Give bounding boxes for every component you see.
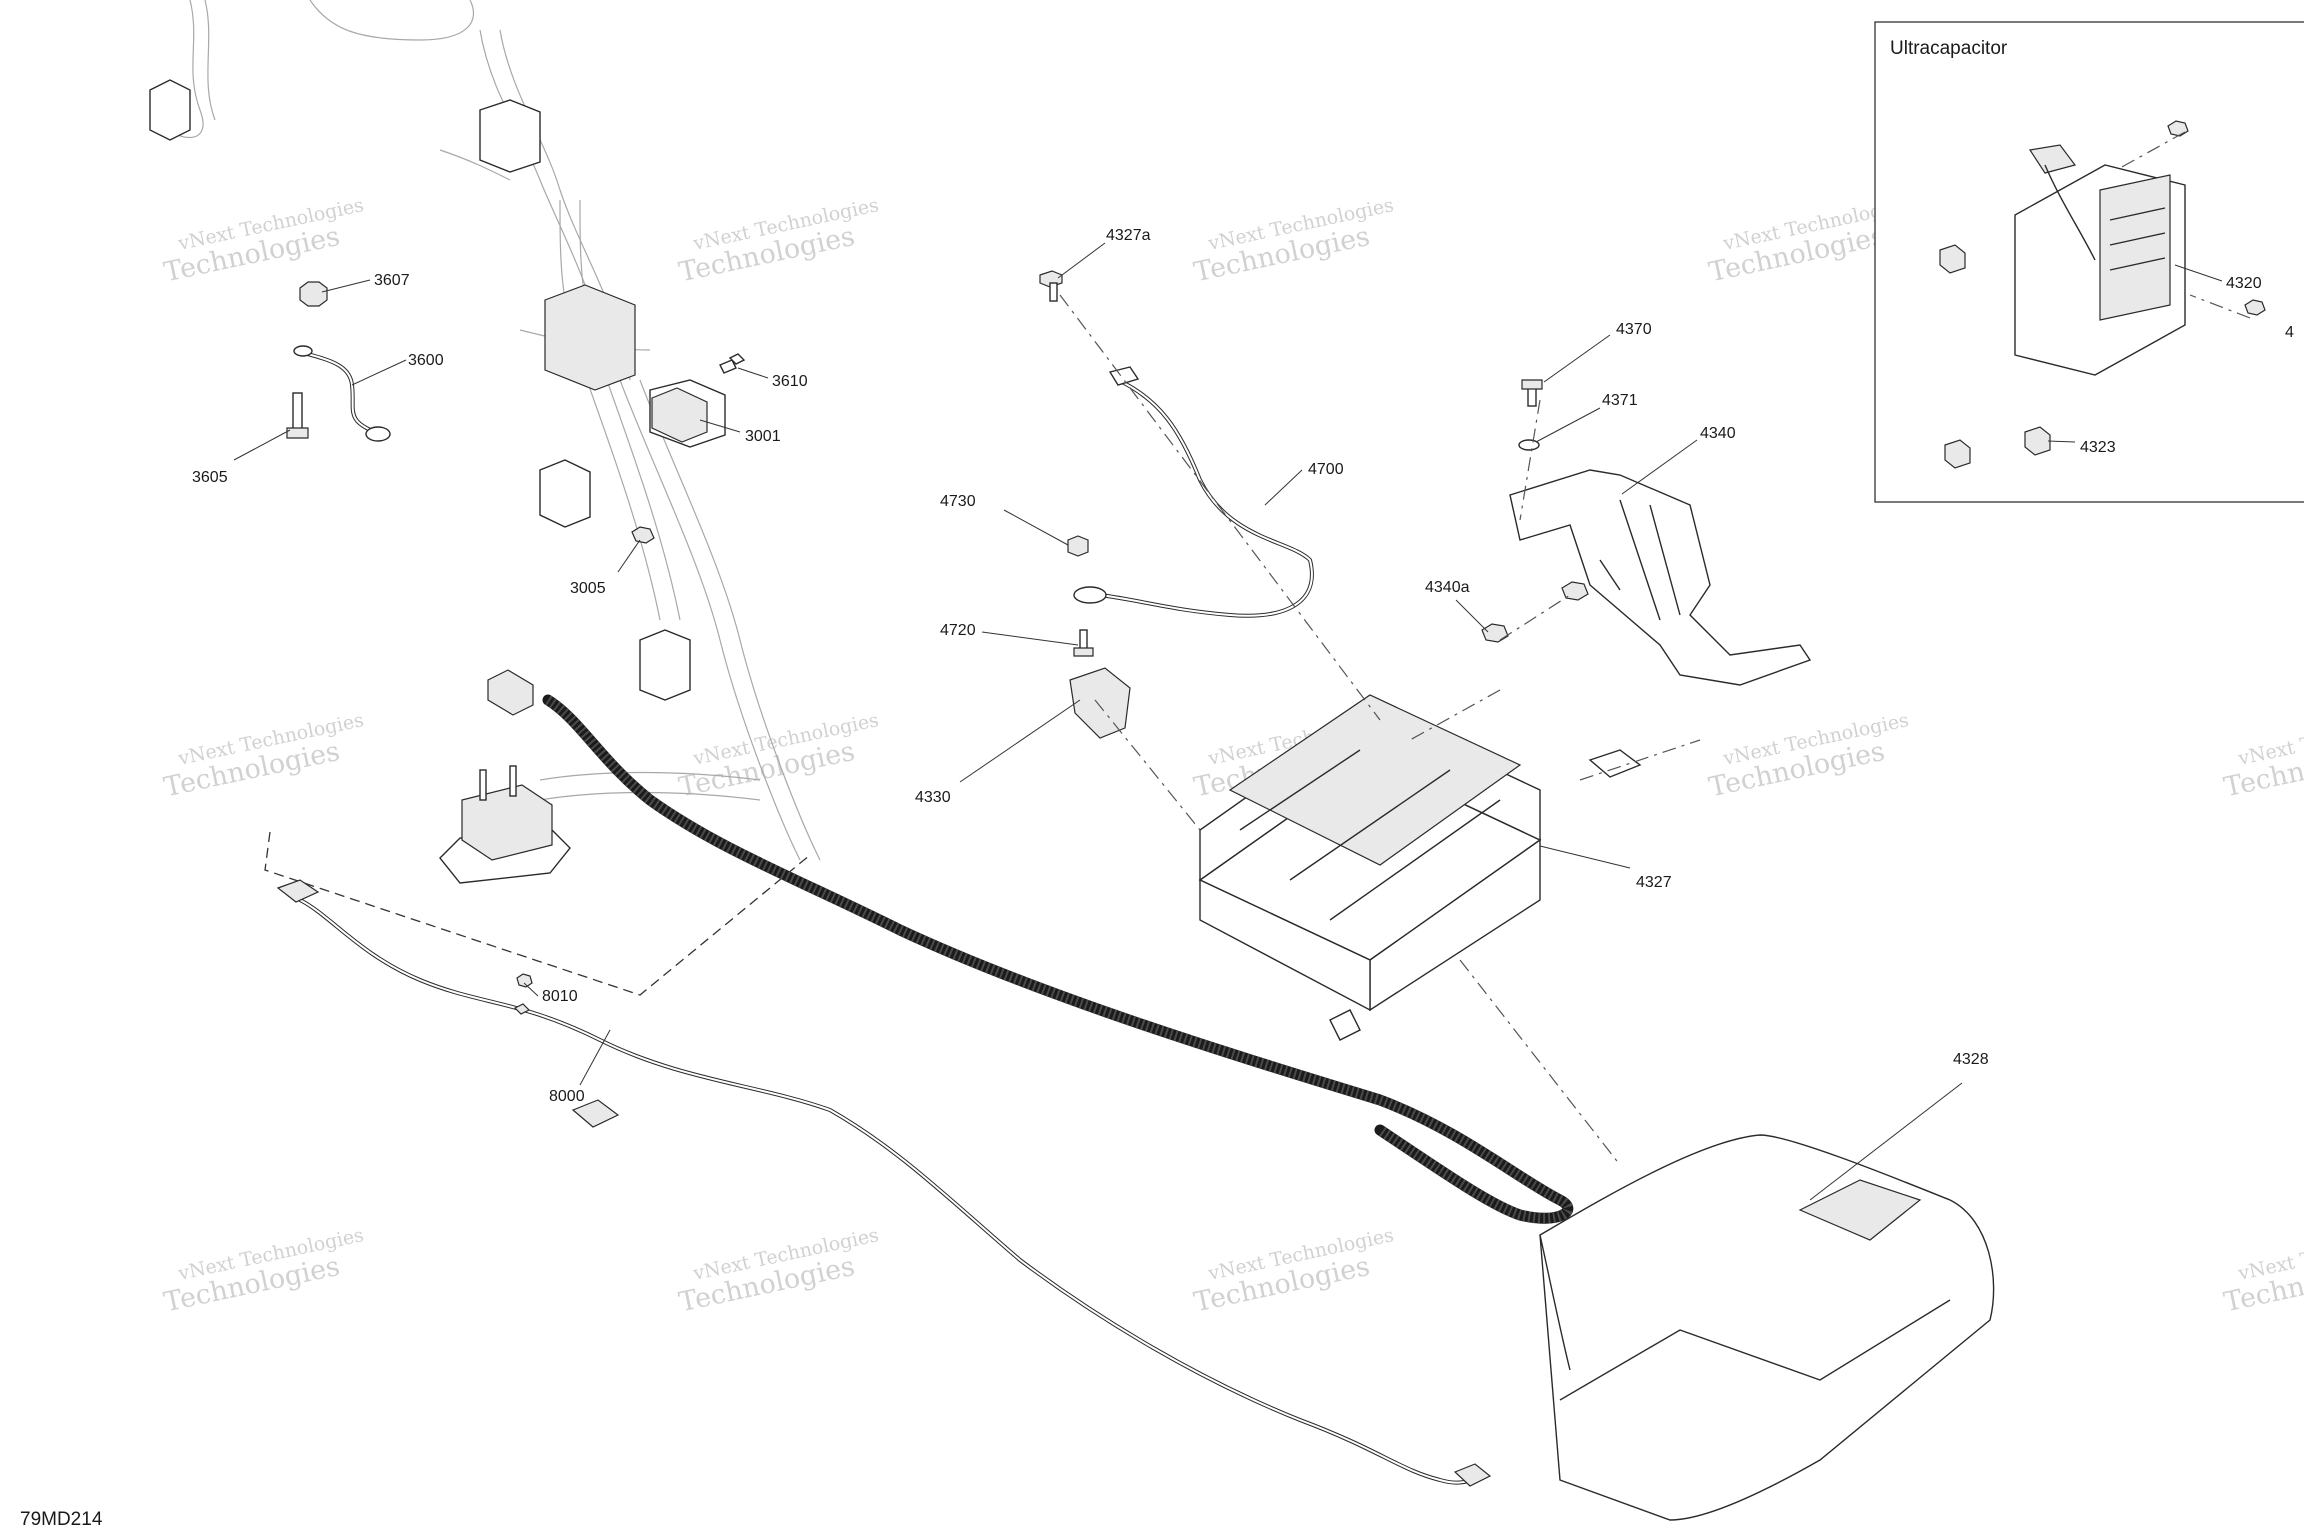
callout-4328: 4328 <box>1953 1051 1989 1068</box>
bolt-3605 <box>286 392 309 439</box>
nut-3005 <box>631 526 655 544</box>
nut-8010 <box>516 973 533 988</box>
callout-4371: 4371 <box>1602 392 1638 409</box>
callout-4700: 4700 <box>1308 461 1344 478</box>
battery-bracket-4340 <box>1509 469 1812 686</box>
callout-4340: 4340 <box>1700 425 1736 442</box>
nut-inset <box>2167 120 2266 316</box>
callout-3605: 3605 <box>192 469 228 486</box>
leader-lines <box>233 242 2223 1201</box>
starter-solenoid <box>439 765 571 884</box>
inset-title: Ultracapacitor <box>1890 38 2008 59</box>
callout-cropped: 4 <box>2285 324 2294 341</box>
nut-4340a <box>1481 581 1589 643</box>
bolt-4720 <box>1073 629 1094 657</box>
terminal-cover-4330 <box>1069 667 1131 739</box>
callout-4323: 4323 <box>2080 439 2116 456</box>
callout-4327a: 4327a <box>1106 227 1151 244</box>
callout-3610: 3610 <box>772 373 808 390</box>
vehicle-harness-ghost <box>149 0 821 861</box>
nut-4730 <box>1067 535 1089 557</box>
callout-labels: 3607 3600 3605 3610 3001 3005 4327a 4700… <box>192 227 2294 1105</box>
figure-id: 79MD214 <box>20 1509 103 1530</box>
callout-4720: 4720 <box>940 622 976 639</box>
bracket-clip <box>1588 749 1642 778</box>
standoff-4323 <box>1939 244 2051 469</box>
ultracapacitor-4320 <box>2014 144 2186 376</box>
callout-4327: 4327 <box>1636 874 1672 891</box>
callout-8000: 8000 <box>549 1088 585 1105</box>
callout-3005: 3005 <box>570 580 606 597</box>
callout-3001: 3001 <box>745 428 781 445</box>
cable-3600 <box>293 345 391 442</box>
bolt-4370 <box>1521 379 1543 407</box>
callout-3600: 3600 <box>408 352 444 369</box>
screw-3610 <box>719 353 746 374</box>
connector-3001 <box>651 387 708 443</box>
assembly-axis-lines <box>1059 294 1701 1166</box>
callout-4330: 4330 <box>915 789 951 806</box>
ultracapacitor-inset: Ultracapacitor <box>1874 21 2304 503</box>
main-battery-cable <box>487 669 1574 1224</box>
callout-3607: 3607 <box>374 272 410 289</box>
cable-8000 <box>276 879 1492 1487</box>
callout-4730: 4730 <box>940 493 976 510</box>
callout-8010: 8010 <box>542 988 578 1005</box>
selection-box-8010 <box>264 831 811 996</box>
bolt-4327a <box>1039 270 1063 302</box>
battery-cable-4700 <box>1073 366 1314 618</box>
nut-3607 <box>299 281 328 307</box>
washer-4371 <box>1518 439 1540 451</box>
callout-4370: 4370 <box>1616 321 1652 338</box>
callout-4320: 4320 <box>2226 275 2262 292</box>
callout-4340a: 4340a <box>1425 579 1470 596</box>
battery-tray-4328 <box>1539 1134 1995 1521</box>
battery-4327 <box>1198 694 1542 1012</box>
